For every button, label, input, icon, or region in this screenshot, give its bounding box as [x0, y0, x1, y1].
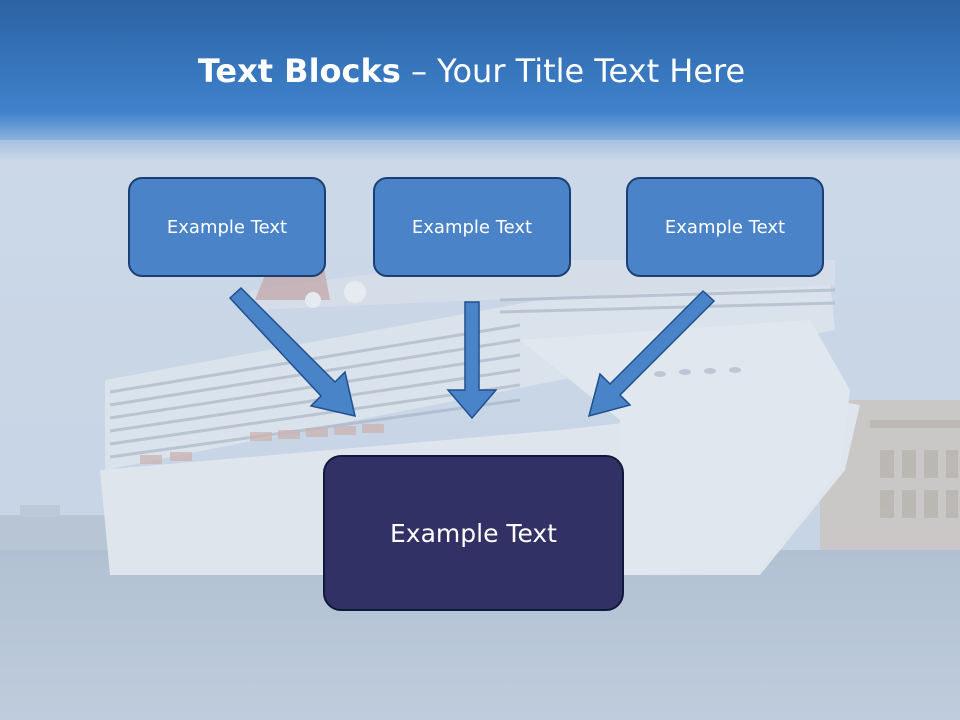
title-bold: Text Blocks	[197, 52, 401, 90]
left-arrow-icon	[228, 286, 356, 417]
title-rest: Your Title Text Here	[437, 52, 746, 90]
center-arrow-icon	[446, 301, 498, 420]
right-arrow-icon	[587, 289, 716, 418]
title-dash: –	[400, 52, 438, 90]
text-block-left[interactable]: Example Text	[128, 177, 326, 277]
main-text-block[interactable]: Example Text	[323, 455, 624, 611]
text-block-right[interactable]: Example Text	[626, 177, 824, 277]
text-block-center[interactable]: Example Text	[373, 177, 571, 277]
slide-title: Text Blocks – Your Title Text Here	[0, 52, 943, 90]
